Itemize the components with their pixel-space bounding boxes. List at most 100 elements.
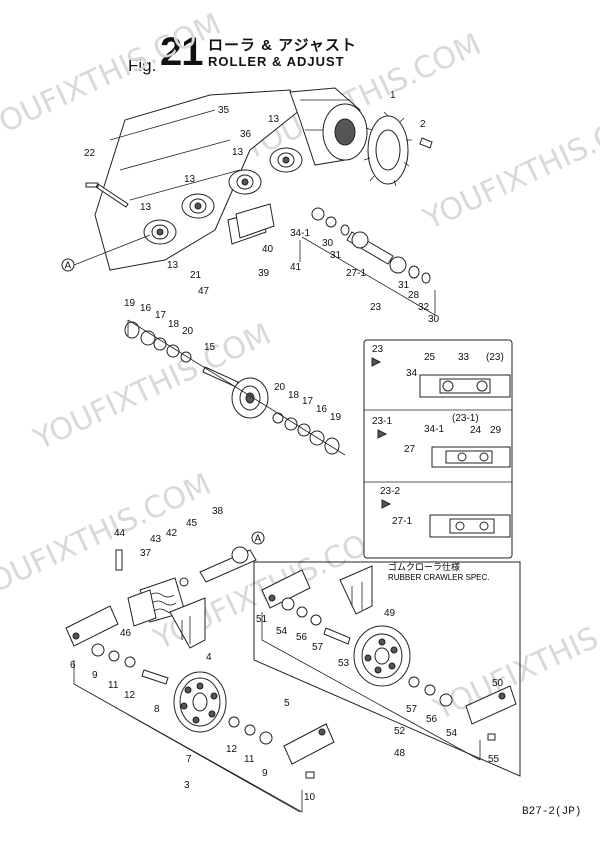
callout: 42 <box>166 528 178 539</box>
callout: 20 <box>182 326 194 337</box>
callout: 30 <box>322 238 334 249</box>
inset-panel-label: 23-2 <box>380 486 400 497</box>
track-rollers <box>143 147 303 245</box>
callout: 32 <box>418 302 430 313</box>
callout: 9 <box>262 768 268 779</box>
callout: 34 <box>406 368 418 379</box>
fig-label: Fig. <box>128 56 157 75</box>
callout: 12 <box>124 690 136 701</box>
callout: 18 <box>168 319 180 330</box>
callout: 23 <box>370 302 382 313</box>
callout: 15 <box>204 342 216 353</box>
callout: 11 <box>108 680 119 691</box>
inset-panel-ref: (23-1) <box>452 413 479 424</box>
idler-shaft-parts <box>311 207 431 284</box>
bolt-22 <box>85 182 129 208</box>
title-english: ROLLER & ADJUST <box>208 54 345 69</box>
callout: 45 <box>186 518 198 529</box>
callout: 54 <box>276 626 288 637</box>
callout: 35 <box>218 105 230 116</box>
callout: 33 <box>458 352 470 363</box>
callout: 30 <box>428 314 440 325</box>
callout: 13 <box>167 260 179 271</box>
callout: 43 <box>150 534 162 545</box>
callout: 48 <box>394 748 406 759</box>
callout: 49 <box>384 608 396 619</box>
callouts-upper: 1 2 35 36 13 13 13 13 13 22 34-1 30 31 2… <box>84 90 440 423</box>
callout: 13 <box>140 202 152 213</box>
callout: 12 <box>226 744 238 755</box>
callout: 27-1 <box>346 268 366 279</box>
callout: 27 <box>404 444 416 455</box>
rubber-spec-label-en: RUBBER CRAWLER SPEC. <box>388 573 490 582</box>
callout: 10 <box>304 792 316 803</box>
callout: 27-1 <box>392 516 412 527</box>
callout: 36 <box>240 129 252 140</box>
inset-panel-label: 23 <box>372 344 384 355</box>
track-adjuster: A <box>65 531 335 779</box>
callout: 38 <box>212 506 224 517</box>
inset-panel-label: 23-1 <box>372 416 392 427</box>
callout: 44 <box>114 528 126 539</box>
inset-idler-variants: 23 (23) 25 33 34 23-1 (23-1) 34-1 24 29 … <box>363 339 513 559</box>
callout: 37 <box>140 548 152 559</box>
guard-plates <box>227 203 275 245</box>
callout: 2 <box>420 119 426 130</box>
callout: 29 <box>490 425 502 436</box>
callout: 16 <box>140 303 152 314</box>
title-japanese: ローラ & アジャスト <box>208 37 357 54</box>
watermark: YOUFIXTHIS.COM <box>418 97 600 238</box>
callout: 52 <box>394 726 406 737</box>
callout: 1 <box>390 90 396 101</box>
callout: 19 <box>330 412 342 423</box>
callout: 7 <box>186 754 192 765</box>
rubber-spec-label-jp: ゴムクローラ仕様 <box>388 561 460 572</box>
marker-a-label: A <box>65 261 72 272</box>
callout: 21 <box>190 270 202 281</box>
callout: 20 <box>274 382 286 393</box>
callout: 17 <box>302 396 314 407</box>
callout: 31 <box>330 250 342 261</box>
roller-exploded <box>124 321 340 455</box>
callout: 40 <box>262 244 274 255</box>
page-reference: B27-2(JP) <box>522 806 582 818</box>
callout: 41 <box>290 262 302 273</box>
callout: 8 <box>154 704 160 715</box>
callout: 24 <box>470 425 482 436</box>
callout: 18 <box>288 390 300 401</box>
callout: 13 <box>232 147 244 158</box>
callout: 28 <box>408 290 420 301</box>
callout: 9 <box>92 670 98 681</box>
callout: 13 <box>268 114 280 125</box>
marker-a-lower <box>251 531 265 545</box>
callout: 16 <box>316 404 328 415</box>
callout: 13 <box>184 174 196 185</box>
inset-panel-ref: (23) <box>486 352 504 363</box>
callout: 4 <box>206 652 212 663</box>
callout: 11 <box>244 754 255 765</box>
callout: 54 <box>446 728 458 739</box>
callout: 53 <box>338 658 350 669</box>
callout: 6 <box>70 660 76 671</box>
callout: 34-1 <box>290 228 310 239</box>
callout: 17 <box>155 310 167 321</box>
fig-number: 21 <box>160 30 203 74</box>
callout: 31 <box>398 280 410 291</box>
marker-a-label: A <box>255 534 262 545</box>
callout: 5 <box>284 698 290 709</box>
callout: 39 <box>258 268 270 279</box>
callout: 57 <box>406 704 418 715</box>
callout: 50 <box>492 678 504 689</box>
callout: 56 <box>296 632 308 643</box>
callout: 47 <box>198 286 210 297</box>
watermark: YOUFIXTHIS.COM <box>0 467 216 608</box>
callout: 22 <box>84 148 96 159</box>
callout: 55 <box>488 754 500 765</box>
sprocket-assembly <box>322 103 433 187</box>
callout: 46 <box>120 628 132 639</box>
callout: 57 <box>312 642 324 653</box>
rubber-crawler-spec-box: ゴムクローラ仕様 RUBBER CRAWLER SPEC. <box>253 561 521 777</box>
callout: 34-1 <box>424 424 444 435</box>
